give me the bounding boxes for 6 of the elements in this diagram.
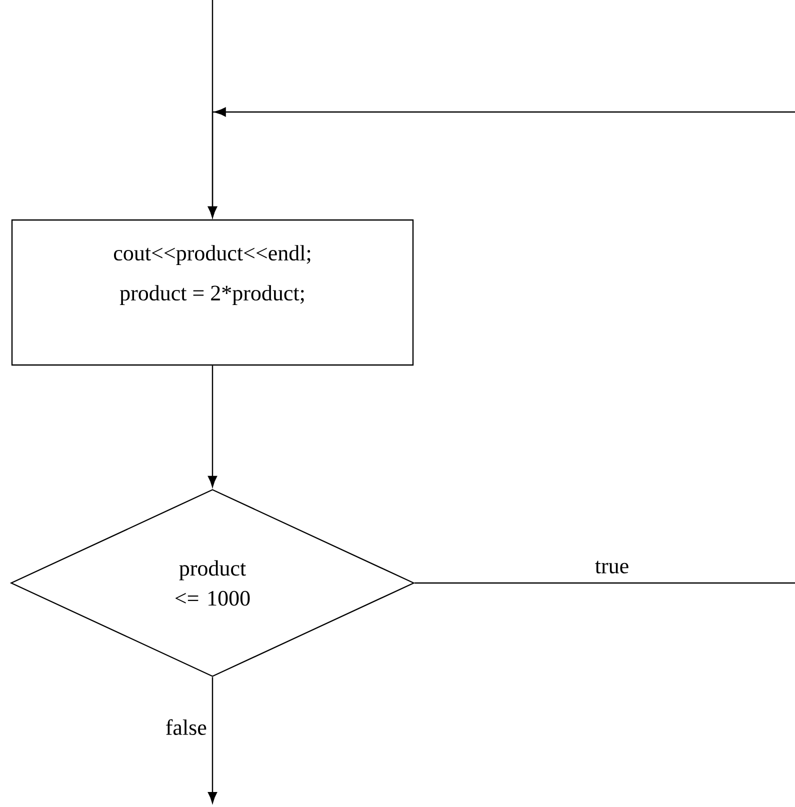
arrow — [208, 366, 218, 488]
process-box: cout<<product<<endl; product = 2*product; — [11, 219, 414, 366]
edge-label: true — [594, 560, 630, 574]
loop-arrow — [208, 107, 795, 584]
edge-label: false — [164, 718, 208, 736]
arrow — [208, 677, 218, 804]
